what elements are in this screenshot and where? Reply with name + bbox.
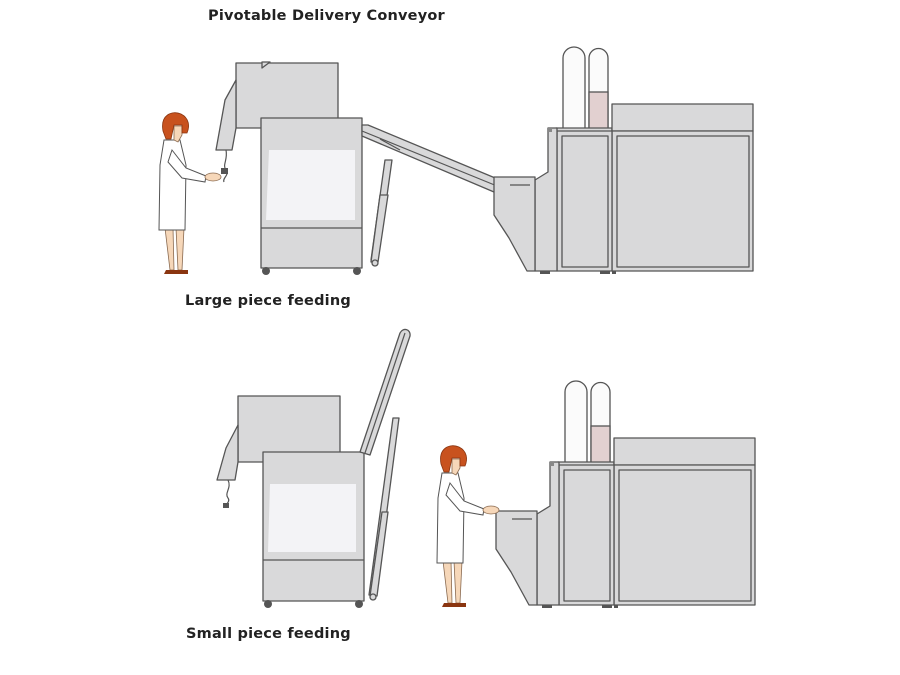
conveyor-base-cabinet [260, 117, 363, 275]
caption-large-piece-feeding: Large piece feeding [185, 293, 351, 309]
delivery-conveyor-belt [361, 124, 501, 193]
pivot-hydraulic-strut [370, 159, 393, 267]
delivery-conveyor-belt [359, 328, 411, 456]
operator-figure [158, 112, 222, 275]
conveyor-base-cabinet [262, 451, 365, 608]
diagram-title: Pivotable Delivery Conveyor [208, 8, 445, 24]
caption-small-piece-feeding: Small piece feeding [186, 626, 351, 642]
operator-figure [436, 445, 500, 608]
slicer-machine [493, 46, 754, 275]
scene-large-piece-feeding [158, 46, 754, 275]
scene-small-piece-feeding [216, 328, 756, 609]
pivot-conveyor-head [215, 61, 339, 183]
pivot-hydraulic-strut [368, 417, 400, 601]
slicer-machine [495, 380, 756, 609]
